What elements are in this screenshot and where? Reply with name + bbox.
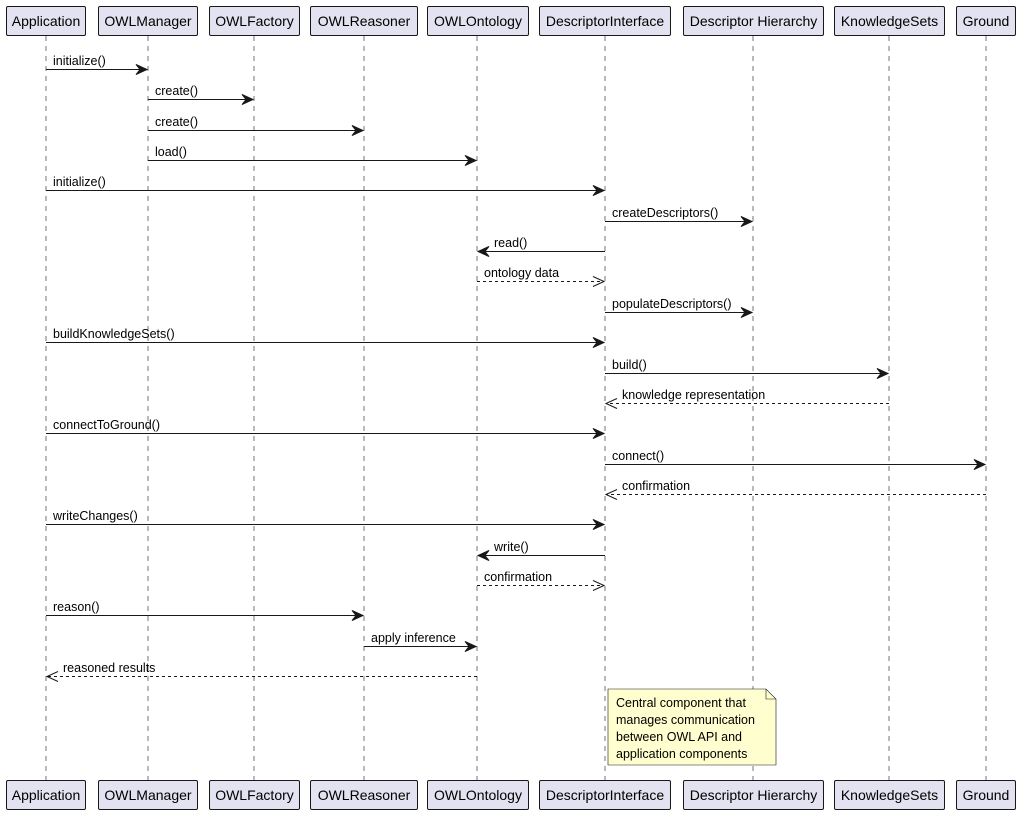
message-arrowhead: [592, 580, 606, 591]
note-line: application components: [616, 747, 748, 761]
message-arrow[interactable]: initialize(): [46, 175, 606, 196]
message-arrowhead: [876, 368, 890, 379]
message-arrowhead: [135, 64, 149, 75]
message-arrowhead: [45, 671, 59, 682]
message-label: writeChanges(): [52, 509, 138, 523]
message-arrow[interactable]: reasoned results: [45, 661, 477, 682]
message-arrow[interactable]: writeChanges(): [46, 509, 606, 530]
message-label: connect(): [612, 449, 664, 463]
message-label: load(): [155, 145, 187, 159]
participant-descriptor-hierarchy-bottom[interactable]: Descriptor Hierarchy: [683, 780, 824, 810]
message-label: confirmation: [484, 570, 552, 584]
message-arrow[interactable]: read(): [476, 236, 605, 257]
message-label: buildKnowledgeSets(): [53, 327, 175, 341]
message-label: create(): [155, 84, 198, 98]
message-label: confirmation: [622, 479, 690, 493]
message-arrowhead: [592, 185, 606, 196]
participant-owlfactory-bottom[interactable]: OWLFactory: [209, 780, 300, 810]
message-arrowhead: [464, 641, 478, 652]
message-arrowhead: [592, 337, 606, 348]
message-arrow[interactable]: populateDescriptors(): [605, 297, 754, 318]
message-arrowhead: [740, 307, 754, 318]
participant-owlreasoner-bottom[interactable]: OWLReasoner: [310, 780, 418, 810]
messages: initialize() create() create() load() initia…: [45, 54, 987, 682]
note-line: manages communication: [616, 713, 755, 727]
participant-owlontology-bottom[interactable]: OWLOntology: [427, 780, 529, 810]
message-arrow[interactable]: reason(): [46, 600, 365, 621]
participant-owlontology-top[interactable]: OWLOntology: [427, 6, 529, 36]
message-arrow[interactable]: confirmation: [477, 570, 606, 591]
message-arrowhead: [592, 428, 606, 439]
message-arrowhead: [241, 94, 255, 105]
message-arrowhead: [604, 398, 618, 409]
message-arrowhead: [476, 246, 490, 257]
message-label: write(): [493, 540, 529, 554]
message-arrow[interactable]: ontology data: [477, 266, 606, 287]
message-arrow[interactable]: load(): [148, 145, 478, 166]
message-arrow[interactable]: confirmation: [604, 479, 986, 500]
note-line: between OWL API and: [616, 730, 743, 744]
message-label: create(): [155, 115, 198, 129]
message-label: reasoned results: [63, 661, 155, 675]
message-arrow[interactable]: build(): [605, 358, 890, 379]
participant-owlmanager-bottom[interactable]: OWLManager: [98, 780, 198, 810]
message-label: build(): [612, 358, 647, 372]
message-arrow[interactable]: write(): [476, 540, 605, 561]
message-label: initialize(): [53, 175, 106, 189]
note-fold: [765, 689, 776, 700]
note: [607, 688, 777, 766]
message-arrow[interactable]: connectToGround(): [46, 418, 606, 439]
participant-owlreasoner-top[interactable]: OWLReasoner: [310, 6, 418, 36]
message-arrow[interactable]: buildKnowledgeSets(): [46, 327, 606, 348]
message-arrow[interactable]: knowledge representation: [604, 388, 889, 409]
message-arrowhead: [973, 459, 987, 470]
message-label: knowledge representation: [622, 388, 765, 402]
message-arrowhead: [604, 489, 618, 500]
message-label: read(): [494, 236, 527, 250]
message-arrowhead: [464, 155, 478, 166]
participant-knowledgesets-bottom[interactable]: KnowledgeSets: [834, 780, 945, 810]
message-label: populateDescriptors(): [612, 297, 732, 311]
message-label: apply inference: [371, 631, 456, 645]
participant-application-bottom[interactable]: Application: [6, 780, 86, 810]
message-arrow[interactable]: createDescriptors(): [605, 206, 754, 227]
participant-owlfactory-top[interactable]: OWLFactory: [209, 6, 300, 36]
message-arrowhead: [740, 216, 754, 227]
participant-ground-top[interactable]: Ground: [956, 6, 1016, 36]
message-arrow[interactable]: connect(): [605, 449, 987, 470]
message-arrow[interactable]: initialize(): [46, 54, 149, 75]
participant-ground-bottom[interactable]: Ground: [956, 780, 1016, 810]
message-label: createDescriptors(): [612, 206, 718, 220]
note-body: [607, 688, 777, 766]
note-line: Central component that: [616, 696, 746, 710]
note-text: Central component that manages communica…: [608, 689, 776, 765]
message-arrowhead: [592, 276, 606, 287]
message-arrow[interactable]: apply inference: [364, 631, 478, 652]
participant-owlmanager-top[interactable]: OWLManager: [98, 6, 198, 36]
message-label: initialize(): [53, 54, 106, 68]
participant-application-top[interactable]: Application: [6, 6, 86, 36]
message-label: connectToGround(): [53, 418, 160, 432]
participant-knowledgesets-top[interactable]: KnowledgeSets: [834, 6, 945, 36]
message-arrowhead: [592, 519, 606, 530]
message-arrowhead: [351, 610, 365, 621]
message-arrowhead: [351, 125, 365, 136]
message-arrow[interactable]: create(): [148, 115, 365, 136]
message-label: ontology data: [484, 266, 559, 280]
participant-descriptorinterface-top[interactable]: DescriptorInterface: [539, 6, 671, 36]
message-label: reason(): [53, 600, 100, 614]
message-arrow[interactable]: create(): [148, 84, 255, 105]
participant-descriptorinterface-bottom[interactable]: DescriptorInterface: [539, 780, 671, 810]
message-arrowhead: [476, 550, 490, 561]
participant-descriptor-hierarchy-top[interactable]: Descriptor Hierarchy: [683, 6, 824, 36]
